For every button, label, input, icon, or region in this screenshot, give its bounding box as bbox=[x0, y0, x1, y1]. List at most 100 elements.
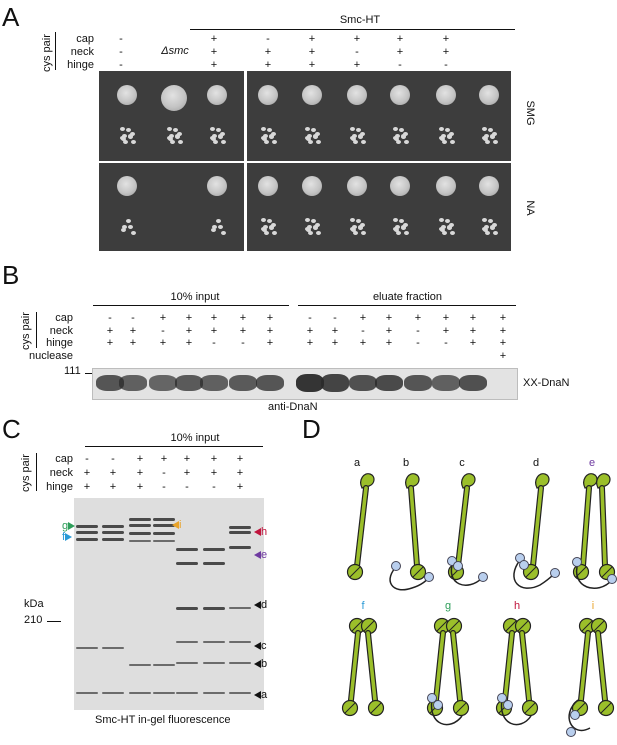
panel-b-neck-4: + bbox=[210, 324, 218, 337]
colony-dot bbox=[120, 126, 126, 131]
colony-cluster-smg-6 bbox=[388, 126, 412, 146]
d-g-head-1 bbox=[426, 699, 444, 717]
d-c-rod-outline bbox=[455, 485, 470, 569]
colony-dot bbox=[172, 127, 178, 132]
d-e-rod-2-outline bbox=[599, 485, 608, 569]
panel-a-hinge-5: + bbox=[353, 59, 361, 71]
colony-dot bbox=[441, 133, 447, 138]
panel-c-cap-1: - bbox=[111, 453, 115, 465]
d-g-bead-1 bbox=[427, 693, 437, 703]
panel-c-row-neck: neck bbox=[49, 467, 73, 479]
d-g-rod-1 bbox=[434, 631, 445, 702]
colony-dot bbox=[131, 140, 137, 145]
colony-dot bbox=[210, 126, 216, 131]
d-e-rod-1-outline bbox=[580, 485, 592, 569]
colony-dot bbox=[448, 131, 454, 136]
gel-band-4-3 bbox=[176, 641, 198, 643]
panel-b-cap-7: - bbox=[308, 312, 312, 324]
panel-a-cap-6: + bbox=[396, 33, 404, 45]
gel-band-1-0 bbox=[102, 525, 124, 528]
panel-a-cap-3: - bbox=[266, 33, 270, 45]
blot-band-0 bbox=[96, 374, 124, 392]
panel-b-hinge-2: + bbox=[159, 337, 167, 349]
gel-band-2-5 bbox=[129, 692, 151, 694]
colony-dot bbox=[357, 134, 363, 139]
colony-dot bbox=[122, 224, 128, 229]
blot-band-12 bbox=[432, 375, 460, 391]
panel-c-hinge-3: - bbox=[162, 481, 166, 493]
gel-band-0-4 bbox=[76, 692, 98, 694]
arrow-d-icon bbox=[254, 601, 261, 610]
colony-dot bbox=[314, 222, 320, 227]
d-d-head-mark bbox=[525, 566, 537, 578]
colony-dot bbox=[307, 224, 313, 229]
colony-dot bbox=[261, 135, 266, 140]
colony-cluster-smg-4 bbox=[300, 126, 324, 146]
colony-dot bbox=[493, 231, 499, 236]
colony-dot bbox=[350, 135, 355, 140]
panel-b-row-nuclease: nuclease bbox=[28, 350, 73, 362]
blot-band-10 bbox=[375, 374, 403, 392]
colony-dot bbox=[305, 217, 311, 222]
d-f-top-head-1 bbox=[348, 617, 366, 635]
arrow-c-label: c bbox=[261, 640, 267, 652]
panel-b-hinge-8: + bbox=[331, 337, 339, 349]
colony-dot bbox=[169, 140, 175, 145]
panel-c-cap-5: + bbox=[210, 453, 218, 465]
colony-dot bbox=[212, 224, 218, 229]
panel-b-hinge-10: + bbox=[385, 337, 393, 349]
panel-b-header-eluate: eluate fraction bbox=[372, 291, 443, 303]
panel-c-bracket bbox=[36, 453, 37, 491]
plate-na-label: NA bbox=[524, 200, 536, 216]
gel-band-3-0 bbox=[153, 518, 175, 521]
gel-band-1-3 bbox=[102, 647, 124, 649]
panel-b-cap-4: + bbox=[210, 312, 218, 324]
panel-a-cap-2: + bbox=[210, 33, 218, 45]
colony-dot bbox=[352, 140, 358, 145]
panel-b-marker: 111 bbox=[64, 365, 81, 377]
panel-d-label-e: e bbox=[588, 457, 596, 469]
gel-band-1-2 bbox=[102, 538, 124, 541]
d-i-top-head-2-mark bbox=[593, 620, 605, 632]
gel-band-5-2 bbox=[203, 607, 225, 610]
colony-dot bbox=[493, 140, 499, 145]
colony-dot bbox=[263, 140, 269, 145]
d-b-head bbox=[409, 563, 427, 581]
blot-band-11 bbox=[404, 374, 432, 392]
panel-c-cap-0: - bbox=[85, 453, 89, 465]
colony-dot bbox=[314, 131, 320, 136]
gel-band-0-0 bbox=[76, 525, 98, 528]
colony-dot bbox=[212, 133, 218, 138]
gel-band-6-3 bbox=[229, 607, 251, 609]
colony-cluster-na-8 bbox=[477, 217, 501, 237]
panel-a-header-line bbox=[190, 29, 515, 30]
d-h-bead-1 bbox=[497, 693, 507, 703]
panel-b-eluate-line bbox=[298, 305, 516, 306]
colony-cluster-na-7 bbox=[434, 217, 458, 237]
panel-a-cap-0: - bbox=[119, 33, 123, 45]
d-i-loop bbox=[568, 699, 591, 731]
panel-d-label-c: c bbox=[459, 457, 465, 469]
colony-dot bbox=[210, 135, 215, 140]
colony-dot bbox=[441, 231, 447, 236]
gel-band-4-2 bbox=[176, 607, 198, 610]
colony-smg-1 bbox=[161, 85, 187, 111]
colony-dot bbox=[393, 126, 399, 131]
panel-b-neck-2: - bbox=[161, 324, 165, 337]
d-d-hinge bbox=[535, 473, 550, 489]
d-e-hinge-2 bbox=[596, 473, 611, 489]
panel-a-row-cap: cap bbox=[76, 33, 94, 45]
colony-dot bbox=[482, 135, 487, 140]
d-e-head-2-mark bbox=[601, 566, 613, 578]
colony-dot bbox=[395, 231, 401, 236]
panel-c-neck-5: + bbox=[210, 467, 218, 479]
blot-band-4 bbox=[200, 375, 228, 391]
gel-band-6-0 bbox=[229, 526, 251, 529]
colony-smg-6 bbox=[390, 85, 410, 105]
colony-dot bbox=[316, 231, 322, 236]
gel-band-6-5 bbox=[229, 662, 251, 664]
panel-c-hinge-0: + bbox=[83, 481, 91, 493]
colony-na-2 bbox=[207, 176, 227, 196]
gel-band-5-1 bbox=[203, 562, 225, 565]
arrow-a-icon bbox=[254, 691, 261, 700]
